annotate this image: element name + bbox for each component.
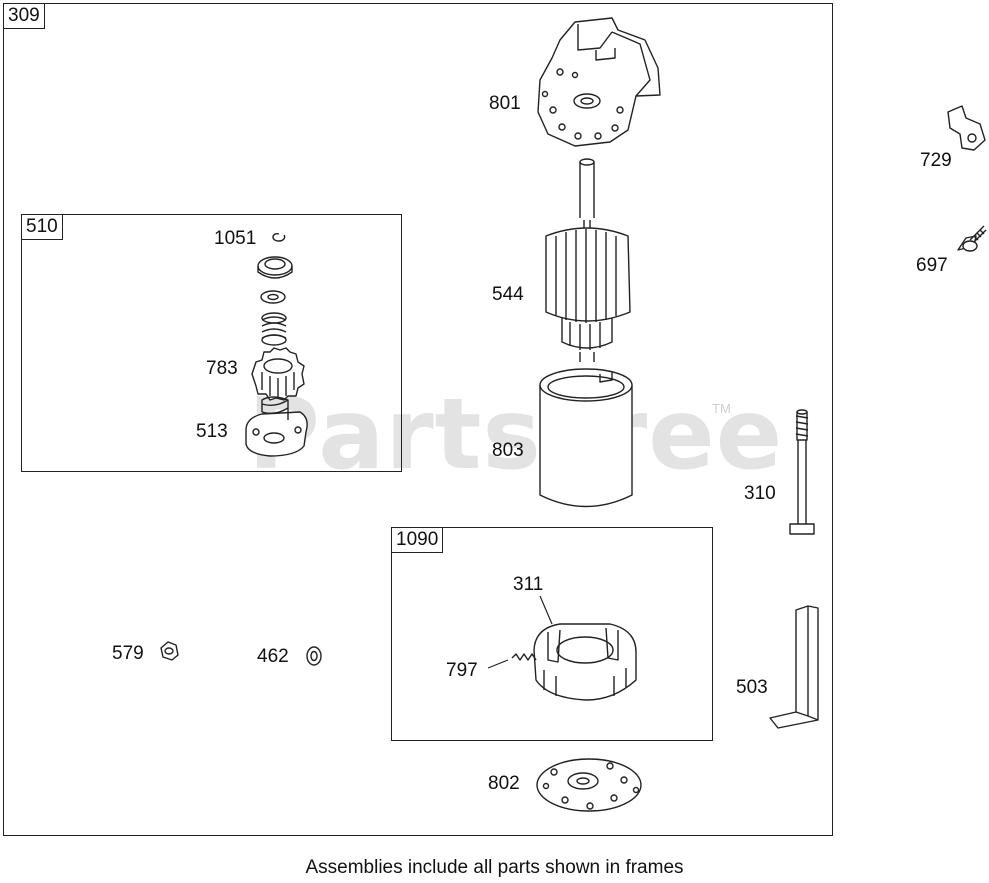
- main-assembly-tag[interactable]: 309: [3, 3, 45, 29]
- brush-subassembly-tag[interactable]: 1090: [391, 527, 444, 553]
- callout-803[interactable]: 803: [492, 440, 524, 461]
- watermark-trademark: TM: [712, 401, 731, 416]
- callout-1051[interactable]: 1051: [214, 228, 257, 249]
- callout-797[interactable]: 797: [446, 660, 478, 681]
- bracket-strap-icon[interactable]: [769, 605, 819, 729]
- housing-cylinder-icon[interactable]: [539, 368, 633, 508]
- screw-icon[interactable]: [957, 225, 987, 252]
- callout-311[interactable]: 311: [513, 574, 544, 595]
- callout-513[interactable]: 513: [196, 421, 228, 442]
- through-bolt-icon[interactable]: [789, 409, 815, 535]
- callout-783[interactable]: 783: [206, 358, 238, 379]
- brush-subassembly-frame: [391, 527, 713, 741]
- end-cap-icon[interactable]: [536, 758, 642, 812]
- drive-stack-parts: [257, 256, 293, 346]
- nut-icon[interactable]: [160, 641, 179, 661]
- callout-579[interactable]: 579: [112, 643, 144, 664]
- callout-544[interactable]: 544: [492, 284, 524, 305]
- clip-icon[interactable]: [947, 105, 986, 151]
- mounting-bracket-icon[interactable]: [537, 17, 661, 147]
- washer-icon[interactable]: [306, 646, 322, 666]
- callout-503[interactable]: 503: [736, 677, 768, 698]
- drive-subassembly-tag[interactable]: 510: [21, 214, 63, 240]
- brush-holder-icon[interactable]: [533, 623, 637, 701]
- drive-assembly-icon[interactable]: [245, 396, 308, 457]
- callout-697[interactable]: 697: [916, 255, 948, 276]
- pinion-gear-icon[interactable]: [251, 347, 305, 401]
- diagram-caption: Assemblies include all parts shown in fr…: [305, 857, 684, 878]
- leader-line-797: [487, 659, 509, 669]
- brush-spring-icon[interactable]: [511, 653, 537, 661]
- main-assembly-frame: [3, 3, 833, 836]
- drive-subassembly-frame: [21, 214, 402, 472]
- retaining-ring-icon[interactable]: [272, 233, 286, 242]
- callout-802[interactable]: 802: [488, 773, 520, 794]
- leader-line-311: [539, 595, 553, 625]
- armature-icon[interactable]: [545, 158, 631, 362]
- callout-310[interactable]: 310: [744, 483, 776, 504]
- callout-801[interactable]: 801: [489, 93, 521, 114]
- callout-462[interactable]: 462: [257, 646, 289, 667]
- callout-729[interactable]: 729: [920, 150, 952, 171]
- watermark: PartsTree: [248, 378, 784, 492]
